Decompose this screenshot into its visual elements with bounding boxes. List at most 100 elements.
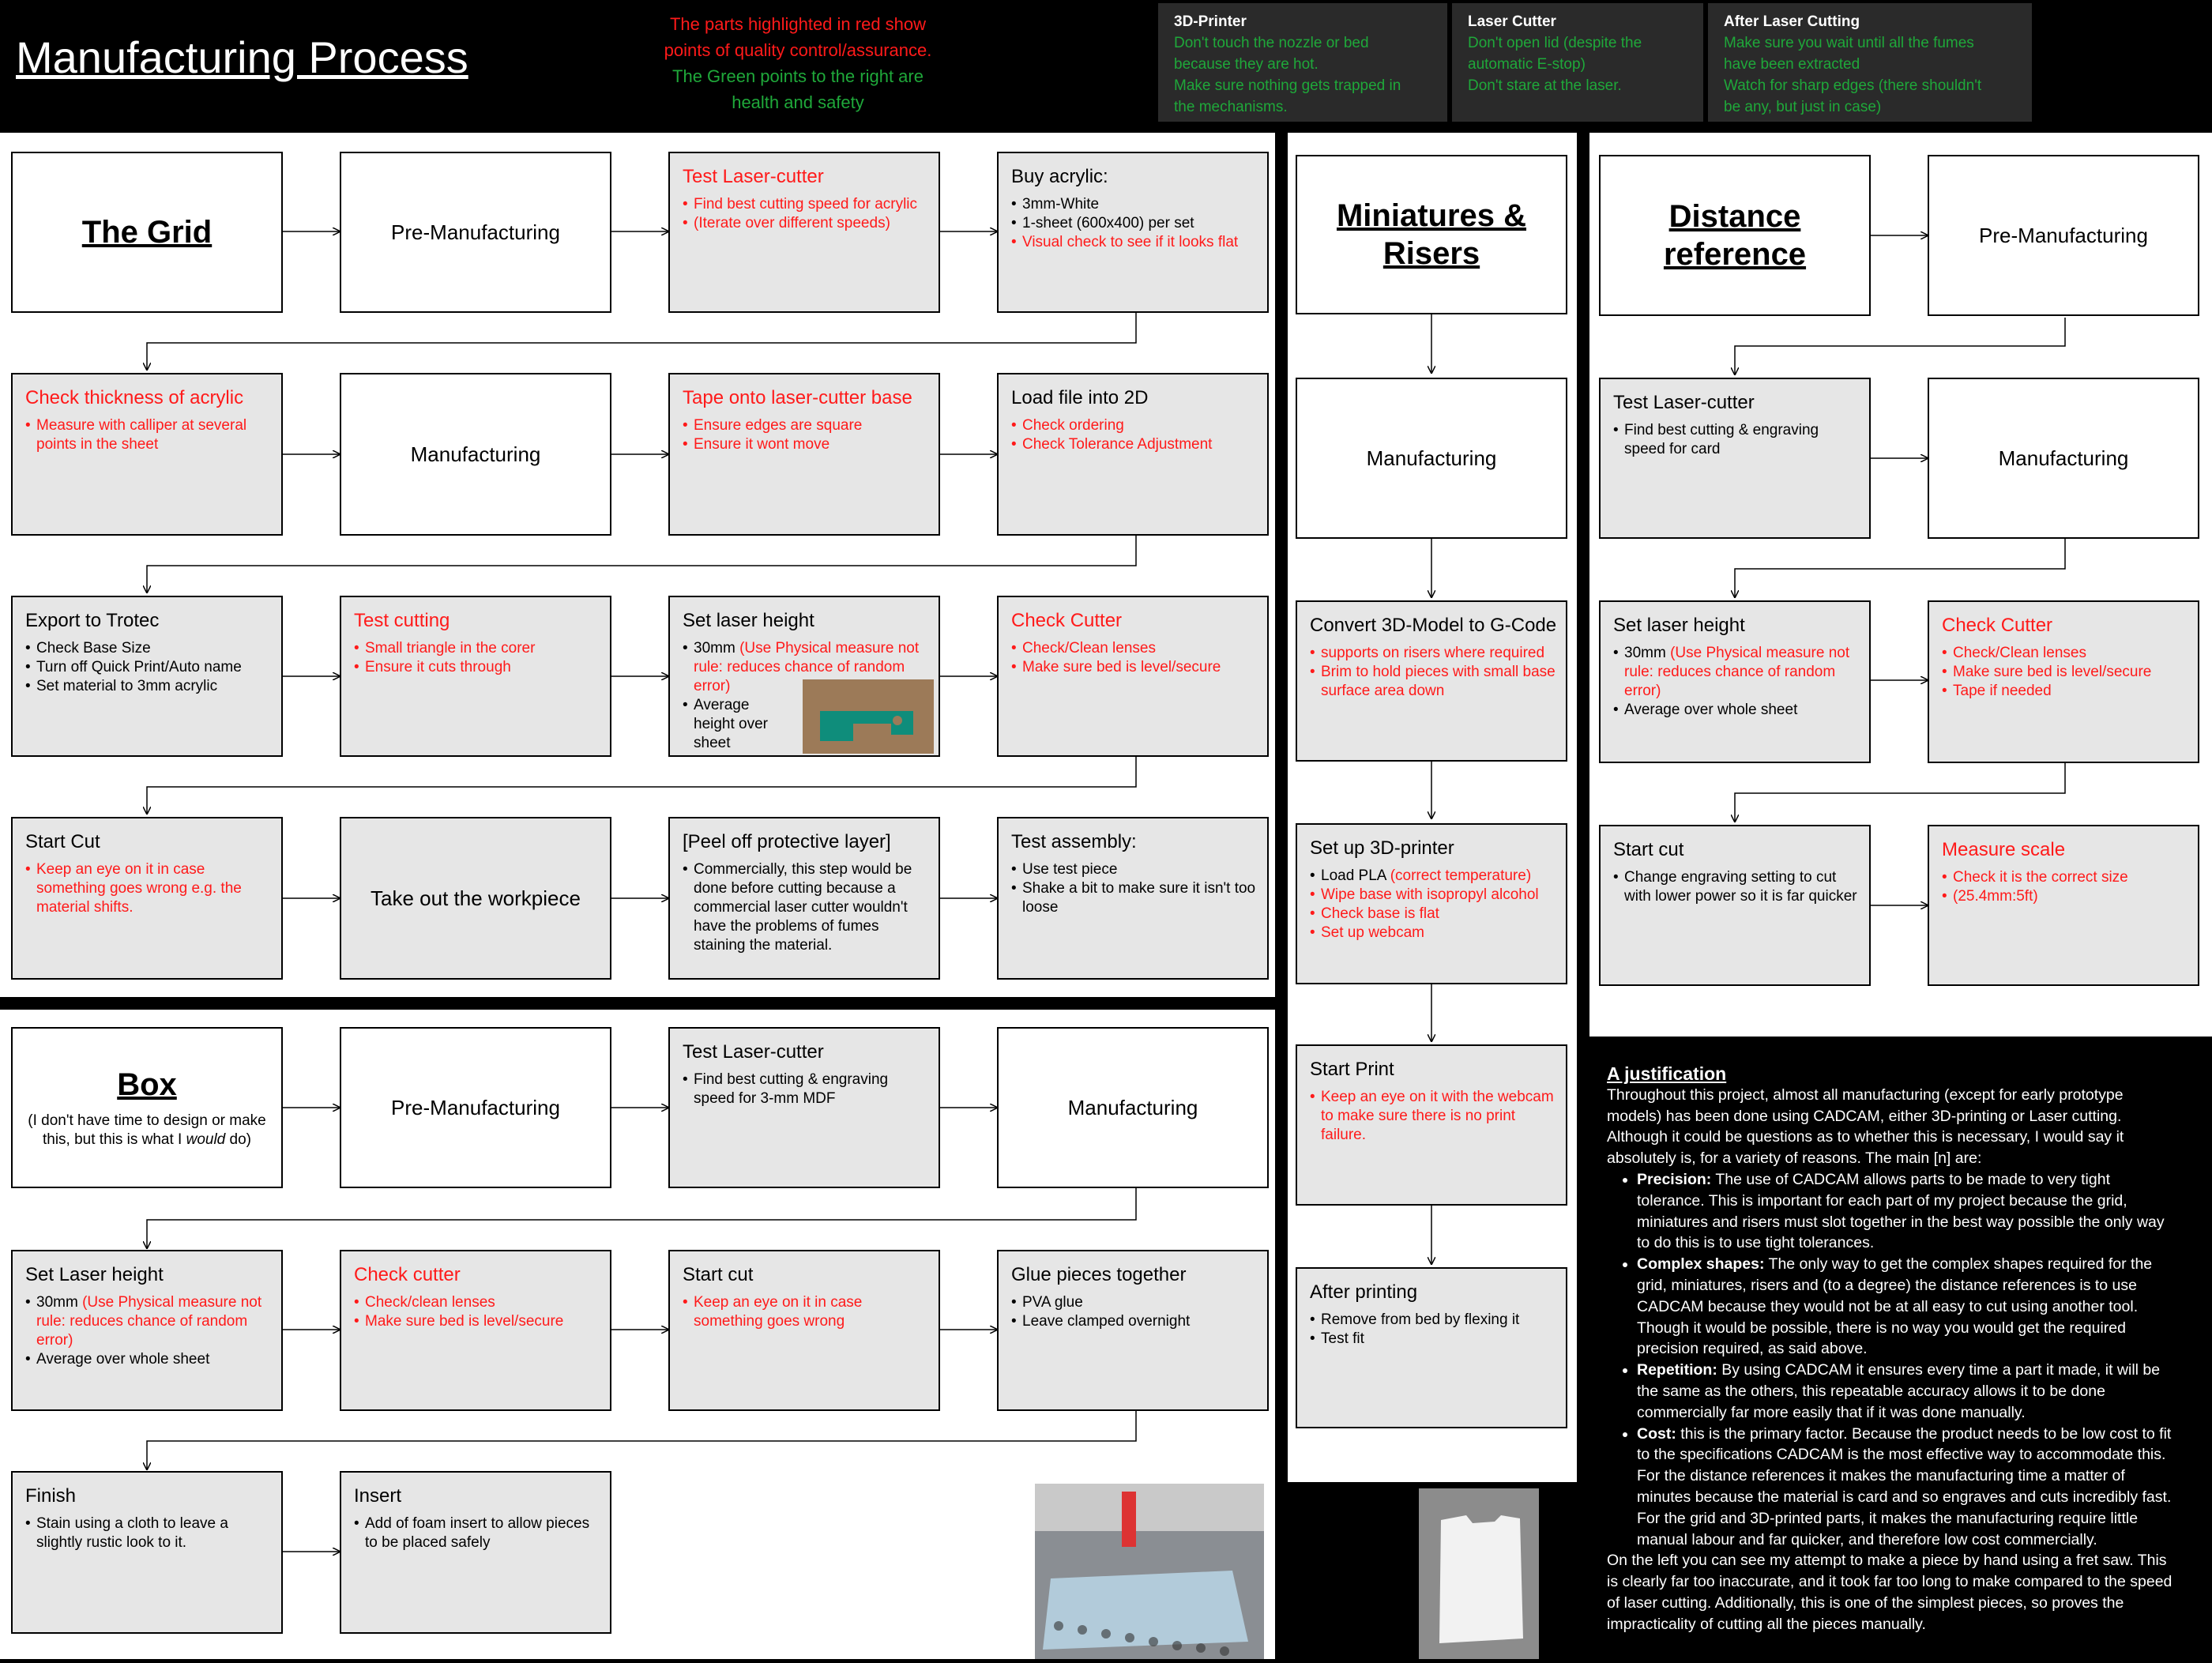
minis-manufacturing-box: Manufacturing: [1296, 378, 1567, 539]
minis-start-print-box: Start Print Keep an eye on it with the w…: [1296, 1044, 1567, 1206]
distance-laser-height-box: Set laser height 30mm (Use Physical meas…: [1599, 600, 1871, 763]
hs-line-2: health and safety: [732, 92, 864, 112]
step-title: Finish: [25, 1485, 77, 1507]
step-title: Start Print: [1310, 1059, 1394, 1080]
minis-title: Miniatures & Risers: [1336, 198, 1527, 271]
step-point: Keep an eye on it in case something goes…: [25, 860, 275, 917]
step-point: Average over whole sheet: [1613, 701, 1863, 720]
safety-card-title: 3D-Printer: [1174, 13, 1247, 30]
step-point: Make sure bed is level/secure: [1011, 658, 1261, 677]
justification-point: Cost: this is the primary factor. Becaus…: [1637, 1424, 2180, 1551]
safety-card-3d-printer: 3D-Printer Don't touch the nozzle or bed…: [1158, 3, 1447, 122]
step-point: Make sure bed is level/secure: [354, 1312, 604, 1331]
step-title: Tape onto laser-cutter base: [683, 387, 912, 408]
grid-load-file-box: Load file into 2D Check ordering Check T…: [997, 373, 1269, 536]
step-title: Check Cutter: [1011, 610, 1123, 631]
step-point: Check/Clean lenses: [1942, 644, 2191, 663]
box-manufacturing-box: Manufacturing: [997, 1027, 1269, 1188]
box-check-cutter-box: Check cutter Check/clean lenses Make sur…: [340, 1250, 611, 1411]
step-point: Check Tolerance Adjustment: [1011, 435, 1261, 454]
step-point: Add of foam insert to allow pieces to be…: [354, 1514, 604, 1552]
step-point: Ensure it wont move: [683, 435, 932, 454]
point-text: The use of CADCAM allows parts to be mad…: [1637, 1170, 2165, 1252]
step-point: 3mm-White: [1011, 195, 1261, 214]
height-note: (Use Physical measure not rule: reduces …: [694, 640, 920, 694]
safety-line: Watch for sharp edges (there shouldn't: [1724, 77, 1982, 94]
justification-point: Repetition: By using CADCAM it ensures e…: [1637, 1360, 2180, 1423]
box-laser-height-box: Set Laser height 30mm (Use Physical meas…: [11, 1250, 283, 1411]
step-point: 30mm (Use Physical measure not rule: red…: [683, 639, 932, 696]
safety-line: have been extracted: [1724, 56, 1860, 73]
justification-point: Complex shapes: The only way to get the …: [1637, 1254, 2180, 1360]
safety-line: Don't stare at the laser.: [1468, 77, 1622, 94]
step-point: 1-sheet (600x400) per set: [1011, 214, 1261, 233]
step-point: Tape if needed: [1942, 682, 2191, 701]
step-title: Test cutting: [354, 610, 450, 631]
step-point: Commercially, this step would be done be…: [683, 860, 932, 955]
distance-title-box: Distance reference: [1599, 155, 1871, 316]
height-gauge-drawing: [803, 679, 934, 754]
height-value: 30mm: [694, 640, 735, 657]
grid-test-laser-box: Test Laser-cutter Find best cutting spee…: [668, 152, 940, 313]
step-point: PVA glue: [1011, 1293, 1261, 1312]
step-label: Pre-Manufacturing: [391, 220, 560, 244]
qc-line-2: points of quality control/assurance.: [664, 40, 932, 60]
step-point: 30mm (Use Physical measure not rule: red…: [1613, 644, 1863, 701]
step-title: Export to Trotec: [25, 610, 160, 631]
step-point: Measure with calliper at several points …: [25, 416, 275, 454]
box-finish-box: Finish Stain using a cloth to leave a sl…: [11, 1471, 283, 1634]
step-point: Small triangle in the corer: [354, 639, 604, 658]
justification-title: A justification: [1607, 1063, 1727, 1084]
grid-test-cutting-box: Test cutting Small triangle in the corer…: [340, 596, 611, 757]
step-point: Ensure edges are square: [683, 416, 932, 435]
distance-measure-scale-box: Measure scale Check it is the correct si…: [1928, 825, 2199, 986]
step-title: After printing: [1310, 1281, 1418, 1303]
step-point: Remove from bed by flexing it: [1310, 1311, 1559, 1330]
safety-line: because they are hot.: [1174, 56, 1319, 73]
safety-line: Don't open lid (despite the: [1468, 35, 1642, 51]
grid-pre-manufacturing-box: Pre-Manufacturing: [340, 152, 611, 313]
step-point: Check Base Size: [25, 639, 275, 658]
distance-start-cut-box: Start cut Change engraving setting to cu…: [1599, 825, 1871, 986]
grid-laser-height-box: Set laser height 30mm (Use Physical meas…: [668, 596, 940, 757]
safety-line: Don't touch the nozzle or bed: [1174, 35, 1369, 51]
step-label: Manufacturing: [1067, 1095, 1198, 1119]
setup-load: Load PLA: [1321, 867, 1386, 884]
box-note-part: do): [225, 1131, 252, 1148]
height-note: (Use Physical measure not rule: reduces …: [1624, 645, 1850, 699]
step-title: [Peel off protective layer]: [683, 831, 891, 852]
justification-intro: Throughout this project, almost all manu…: [1607, 1085, 2124, 1168]
step-title: Load file into 2D: [1011, 387, 1149, 408]
box-note: (I don't have time to design or make thi…: [13, 1112, 281, 1149]
step-point: Visual check to see if it looks flat: [1011, 233, 1261, 252]
minis-after-printing-box: After printing Remove from bed by flexin…: [1296, 1267, 1567, 1428]
point-label: Precision:: [1637, 1170, 1712, 1188]
step-point: 30mm (Use Physical measure not rule: red…: [25, 1293, 275, 1350]
step-point: Find best cutting & engraving speed for …: [1613, 421, 1863, 459]
box-note-part: (I don't have time to design or make thi…: [28, 1112, 266, 1148]
box-title: Box: [117, 1067, 177, 1102]
step-point: Check it is the correct size: [1942, 868, 2191, 887]
step-point: Use test piece: [1011, 860, 1261, 879]
point-label: Cost:: [1637, 1424, 1676, 1443]
grid-manufacturing-box: Manufacturing: [340, 373, 611, 536]
justification-text: A justification Throughout this project,…: [1607, 1063, 2180, 1635]
distance-test-laser-box: Test Laser-cutter Find best cutting & en…: [1599, 378, 1871, 539]
laser-bed-photo-drawing: [1035, 1484, 1264, 1659]
grid-check-cutter-box: Check Cutter Check/Clean lenses Make sur…: [997, 596, 1269, 757]
step-label: Manufacturing: [1998, 446, 2129, 470]
step-point: supports on risers where required: [1310, 644, 1559, 663]
step-title: Test assembly:: [1011, 831, 1137, 852]
safety-card-after-laser: After Laser Cutting Make sure you wait u…: [1708, 3, 2032, 122]
step-label: Manufacturing: [410, 442, 541, 466]
step-point: Ensure it cuts through: [354, 658, 604, 677]
step-title: Start cut: [1613, 839, 1684, 860]
step-title: Set laser height: [683, 610, 814, 631]
grid-title: The Grid: [81, 215, 213, 250]
box-pre-manufacturing-box: Pre-Manufacturing: [340, 1027, 611, 1188]
step-point: Wipe base with isopropyl alcohol: [1310, 886, 1559, 905]
step-title: Test Laser-cutter: [1613, 392, 1755, 413]
step-point: Stain using a cloth to leave a slightly …: [25, 1514, 275, 1552]
step-title: Set laser height: [1613, 615, 1745, 636]
step-point: Check ordering: [1011, 416, 1261, 435]
